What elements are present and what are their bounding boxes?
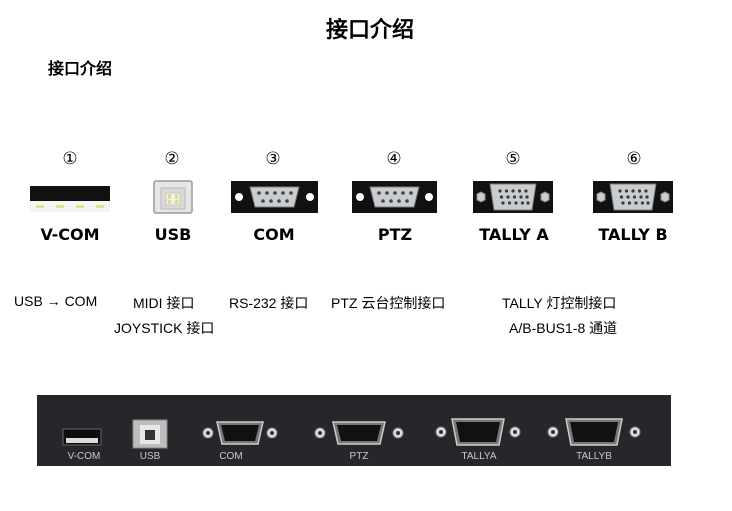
page-title: 接口介绍 (325, 17, 414, 43)
port-number-1: ① (62, 149, 78, 169)
panel-label-vcom: V-COM (67, 451, 101, 462)
desc-ptz: PTZ 云台控制接口 (331, 295, 446, 311)
panel-label-ptz: PTZ (349, 451, 369, 462)
port-number-2: ② (164, 149, 180, 169)
db9-port-icon (352, 181, 437, 213)
usb-b-port-icon (153, 180, 193, 214)
port-name-tally-a: TALLY A (479, 225, 549, 244)
section-subtitle: 接口介绍 (48, 59, 113, 78)
port-number-5: ⑤ (505, 149, 521, 169)
port-name-ptz: PTZ (377, 225, 413, 244)
port-name-com: COM (253, 225, 295, 244)
desc-usb-joystick: JOYSTICK 接口 (114, 320, 215, 336)
port-name-vcom: V-COM (40, 225, 100, 244)
db9-port-icon (202, 421, 278, 445)
db9-port-icon (314, 421, 404, 445)
usb-a-port-icon (30, 186, 110, 212)
usb-b-port-icon (132, 419, 168, 449)
panel-label-tallya: TALLYA (461, 451, 497, 462)
db15-port-icon (593, 181, 673, 213)
port-name-tally-b: TALLY B (598, 225, 668, 244)
db9-port-icon (231, 181, 318, 213)
usb-a-port-icon (62, 428, 102, 446)
db15-port-icon (435, 418, 521, 446)
desc-vcom: USB → COM (14, 293, 98, 309)
db15-port-icon (547, 418, 641, 446)
port-number-6: ⑥ (626, 149, 642, 169)
desc-com: RS-232 接口 (229, 295, 309, 311)
panel-label-usb: USB (139, 451, 161, 462)
port-number-3: ③ (265, 149, 281, 169)
port-name-usb: USB (154, 225, 192, 244)
panel-label-tallyb: TALLYB (576, 451, 612, 462)
db15-port-icon (473, 181, 553, 213)
desc-usb-midi: MIDI 接口 (133, 295, 195, 311)
desc-tally-channels: A/B-BUS1-8 通道 (509, 320, 618, 336)
desc-tally: TALLY 灯控制接口 (502, 295, 617, 311)
panel-label-com: COM (219, 451, 243, 462)
device-rear-panel: V-COM USB COM PTZ TALLYA TALLYB (37, 395, 671, 466)
port-number-4: ④ (386, 149, 402, 169)
